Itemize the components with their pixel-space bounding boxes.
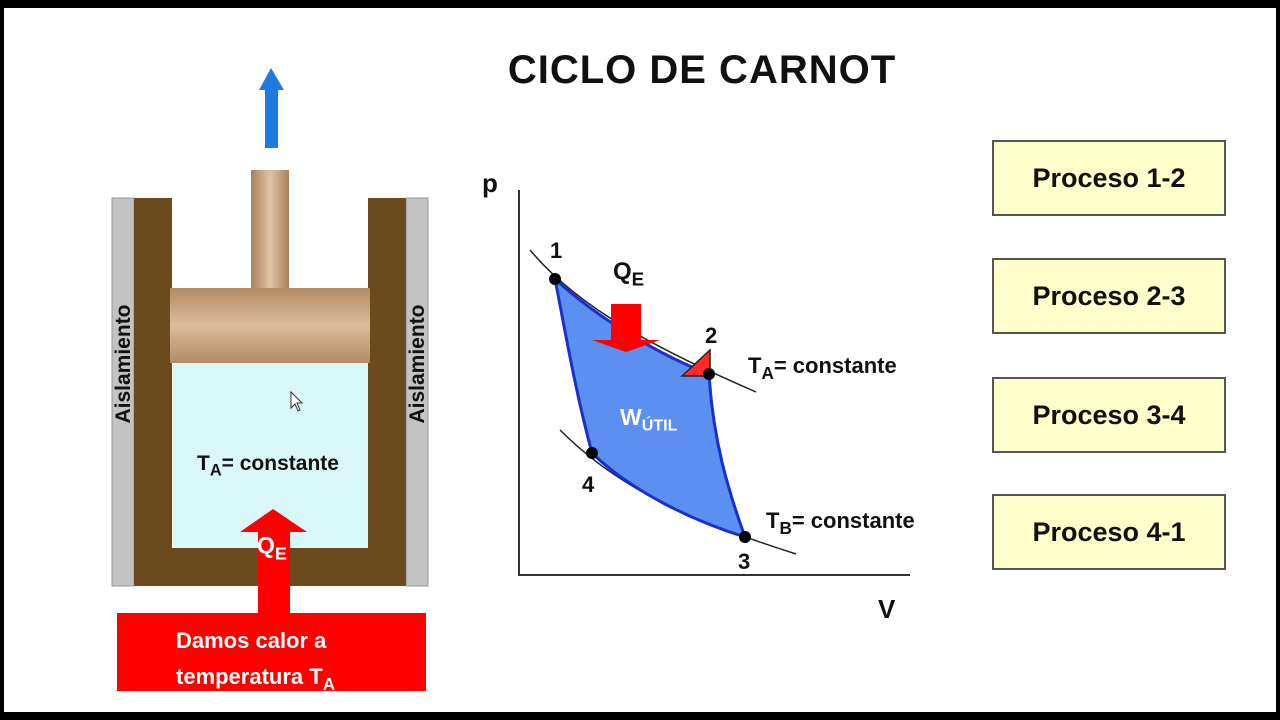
gas-temperature-label: TA= constante bbox=[197, 452, 339, 480]
y-axis-label: p bbox=[482, 168, 498, 198]
cylinder-illustration bbox=[111, 68, 429, 615]
piston-rod bbox=[251, 170, 289, 288]
mouse-cursor-icon bbox=[290, 390, 304, 412]
heat-input-arrow-icon bbox=[240, 509, 307, 615]
insulation-right-label: Aislamiento bbox=[406, 304, 429, 424]
heat-source-box: Damos calor a temperatura TA bbox=[117, 613, 426, 694]
state-marker-icon bbox=[680, 348, 711, 377]
insulation-left-label: Aislamiento bbox=[112, 304, 135, 424]
point-4-label: 4 bbox=[582, 472, 595, 497]
process-2-3-button[interactable]: Proceso 2-3 bbox=[992, 258, 1226, 334]
diagram-heat-label: QE bbox=[613, 258, 645, 290]
x-axis-label: V bbox=[878, 594, 896, 624]
piston-head bbox=[170, 288, 370, 363]
page-title: CICLO DE CARNOT bbox=[507, 48, 897, 92]
process-1-2-button[interactable]: Proceso 1-2 bbox=[992, 140, 1226, 216]
point-3-dot bbox=[739, 531, 751, 543]
heat-box-line1: Damos calor a bbox=[176, 628, 327, 653]
point-3-label: 3 bbox=[738, 549, 751, 574]
heat-in-diagram-arrow-icon bbox=[592, 304, 660, 352]
cylinder-wall bbox=[134, 198, 406, 586]
work-label: WÚTIL bbox=[620, 404, 678, 435]
process-3-4-button[interactable]: Proceso 3-4 bbox=[992, 377, 1226, 453]
pv-diagram bbox=[518, 190, 910, 576]
ta-isotherm-label: TA= constante bbox=[748, 353, 897, 383]
process-4-1-button[interactable]: Proceso 4-1 bbox=[992, 494, 1226, 570]
heat-box-line2: temperatura TA bbox=[176, 664, 336, 694]
heat-input-label: QE bbox=[257, 532, 287, 564]
up-arrow-icon bbox=[259, 68, 284, 148]
point-4-dot bbox=[586, 447, 598, 459]
point-1-dot bbox=[549, 273, 561, 285]
point-2-dot bbox=[703, 368, 715, 380]
point-1-label: 1 bbox=[550, 238, 563, 263]
point-2-label: 2 bbox=[705, 323, 718, 348]
tb-isotherm-label: TB= constante bbox=[766, 508, 915, 538]
